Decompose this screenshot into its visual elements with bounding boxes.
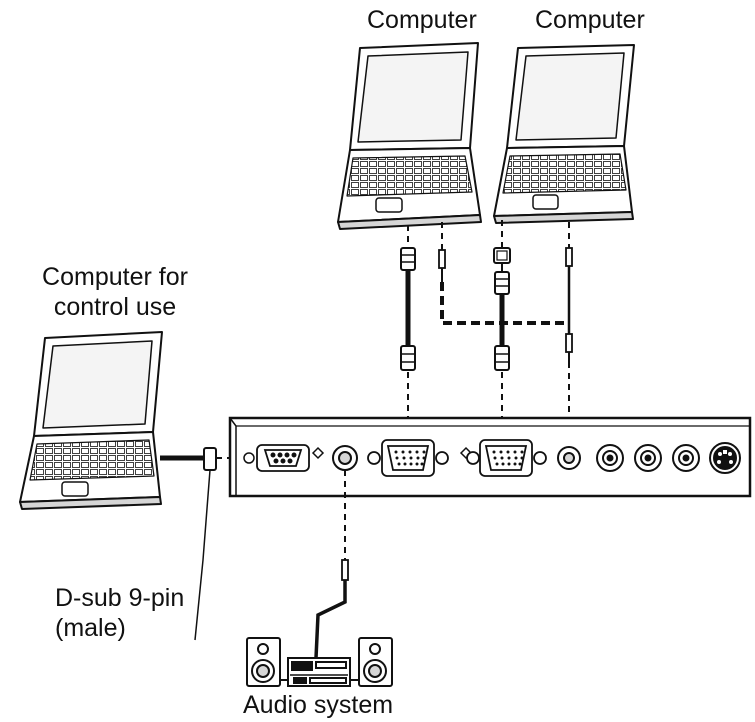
rgb-plug-top-1 [400, 247, 416, 271]
laptop-control-computer [19, 331, 163, 510]
dsub-label-line2: (male) [55, 614, 126, 642]
amplifier [287, 657, 351, 687]
audio-out-jack [332, 445, 358, 471]
rca-jack-1 [596, 444, 624, 472]
audio-plug-system [341, 559, 349, 581]
rgb-plug-top-2 [494, 271, 510, 295]
audio-plug-bottom [565, 333, 573, 353]
control-computer-label-line2: control use [53, 293, 177, 321]
computer-2-label: Computer [535, 6, 645, 34]
rgb-plug-bottom-1 [400, 345, 416, 371]
pc-in-port-2 [466, 439, 547, 477]
laptop-computer-1 [337, 42, 482, 230]
dsub-9pin-connector [203, 447, 217, 471]
audio-cable [314, 470, 349, 659]
computer-1-label: Computer [367, 6, 477, 34]
display-terminal-panel [228, 416, 752, 498]
pc-in-port-1 [367, 439, 449, 477]
control-computer-label: Computer for control use [30, 262, 200, 322]
rca-jack-2 [634, 444, 662, 472]
panel-screw [311, 446, 325, 460]
audio-in-jack [557, 446, 581, 470]
dsub-label-line1: D-sub 9-pin [55, 584, 185, 612]
speaker-right [358, 637, 393, 687]
laptop-computer-2 [493, 44, 635, 224]
dsub-label: D-sub 9-pin (male) [55, 583, 225, 643]
audio-system-label: Audio system [243, 691, 394, 719]
audio-system-illustration [246, 637, 393, 687]
serial-port [256, 444, 310, 472]
control-computer-label-line1: Computer for [42, 263, 188, 291]
rca-jack-3 [672, 444, 700, 472]
audio-plug-top-1 [438, 249, 446, 269]
cables-computer-1 [400, 222, 569, 438]
rgb-plug-bottom-2 [494, 345, 510, 371]
audio-plug-top-2 [565, 247, 573, 267]
panel-screw-left [243, 452, 255, 464]
s-video-jack [709, 442, 741, 474]
speaker-left [246, 637, 281, 687]
cables-computer-2 [493, 220, 573, 442]
